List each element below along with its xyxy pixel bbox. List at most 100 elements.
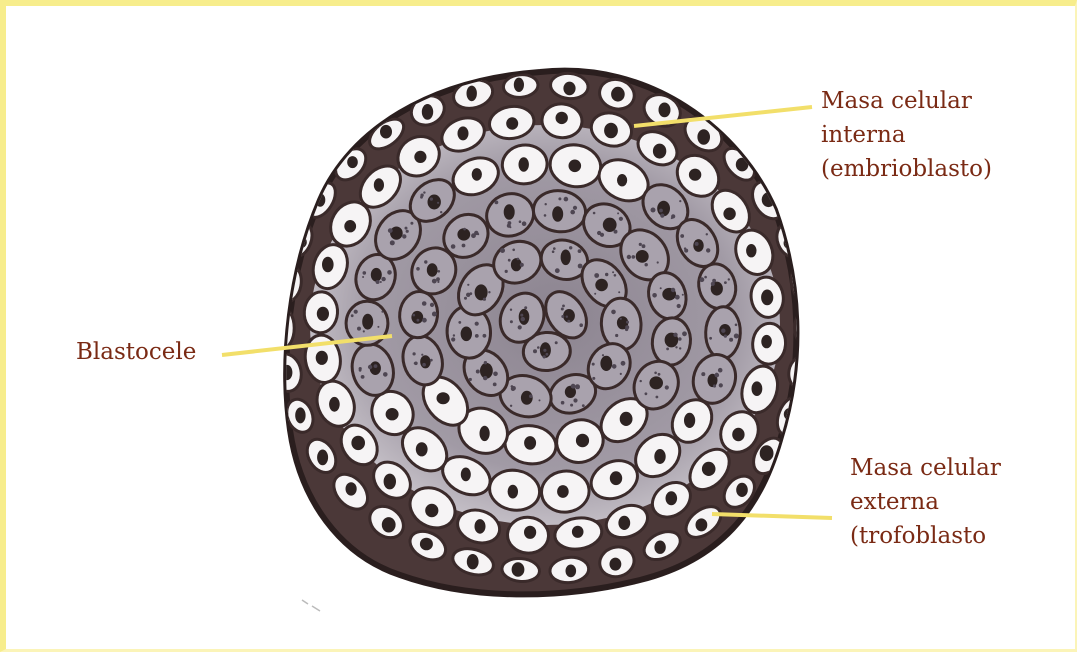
cytoplasm-granule [645, 263, 648, 266]
label-inner-cell-mass: Masa celular interna (embrioblasto) [821, 84, 992, 186]
cell-nucleus [689, 169, 701, 181]
cytoplasm-granule [561, 308, 564, 311]
cell-nucleus [390, 227, 403, 240]
cytoplasm-granule [724, 335, 727, 338]
cytoplasm-granule [406, 230, 409, 233]
label-blastocele: Blastocele [76, 335, 196, 369]
cytoplasm-granule [682, 331, 687, 336]
cell-nucleus [563, 82, 575, 96]
cytoplasm-granule [518, 325, 522, 329]
cytoplasm-granule [626, 321, 629, 324]
cytoplasm-granule [675, 295, 680, 300]
cytoplasm-granule [555, 268, 560, 273]
cytoplasm-granule [657, 261, 659, 263]
cytoplasm-granule [413, 352, 416, 355]
cell-nucleus [610, 471, 622, 485]
cytoplasm-granule [729, 338, 733, 342]
cell-nucleus [371, 268, 382, 282]
cell-nucleus [414, 151, 426, 163]
cytoplasm-granule [678, 337, 682, 341]
cell-nucleus [732, 428, 744, 442]
cytoplasm-granule [512, 249, 515, 252]
cytoplasm-granule [432, 279, 437, 284]
cytoplasm-granule [618, 291, 620, 293]
cell-nucleus [506, 117, 518, 129]
cytoplasm-granule [645, 392, 648, 395]
cytoplasm-granule [684, 249, 688, 253]
cell-nucleus [569, 160, 582, 173]
cell-nucleus [380, 125, 392, 139]
cell-nucleus [512, 562, 525, 577]
cytoplasm-granule [510, 309, 512, 311]
cytoplasm-granule [700, 277, 705, 282]
cell-nucleus [382, 517, 396, 532]
pencil-smudge [302, 600, 320, 611]
cell-nucleus [723, 208, 735, 221]
cytoplasm-granule [711, 282, 715, 286]
cytoplasm-granule [543, 355, 546, 358]
cytoplasm-granule [679, 347, 681, 349]
cytoplasm-granule [597, 231, 601, 235]
cytoplasm-granule [436, 277, 440, 281]
cytoplasm-granule [570, 404, 573, 407]
cytoplasm-granule [543, 349, 546, 352]
cell-nucleus [654, 449, 665, 464]
cytoplasm-granule [679, 200, 681, 202]
cytoplasm-granule [505, 270, 508, 273]
cell-nucleus [524, 436, 536, 450]
cytoplasm-granule [578, 249, 582, 253]
cytoplasm-granule [474, 231, 478, 235]
cytoplasm-granule [517, 258, 520, 261]
label-outer-cell-mass: Masa celular externa (trofoblasto [850, 451, 1001, 553]
cytoplasm-granule [619, 217, 623, 221]
cytoplasm-granule [675, 346, 677, 348]
cell-nucleus [657, 201, 670, 216]
cytoplasm-granule [437, 281, 439, 283]
cell-nucleus [384, 474, 396, 490]
cytoplasm-granule [357, 327, 361, 331]
cell-nucleus [761, 335, 772, 348]
cytoplasm-granule [654, 372, 657, 375]
cytoplasm-granule [476, 370, 480, 374]
cytoplasm-granule [363, 271, 367, 275]
cytoplasm-granule [524, 306, 527, 309]
cell-nucleus [649, 376, 663, 389]
cell-nucleus [386, 408, 399, 420]
cell-nucleus [317, 307, 329, 321]
cytoplasm-granule [421, 354, 423, 356]
cell-nucleus [467, 554, 479, 569]
cell-nucleus [347, 156, 358, 168]
cell-nucleus [428, 195, 441, 210]
cytoplasm-granule [614, 274, 617, 277]
cytoplasm-granule [734, 334, 739, 339]
cytoplasm-granule [545, 203, 547, 205]
cell-nucleus [556, 112, 568, 124]
cytoplasm-granule [578, 264, 583, 269]
cell-nucleus [420, 355, 430, 368]
cytoplasm-granule [735, 324, 738, 327]
cytoplasm-granule [673, 333, 677, 337]
cytoplasm-granule [602, 354, 604, 356]
cytoplasm-granule [520, 314, 523, 317]
cell-nucleus [611, 87, 625, 102]
cytoplasm-granule [611, 310, 616, 315]
cell-nucleus [508, 485, 518, 499]
cytoplasm-granule [422, 301, 427, 306]
cytoplasm-granule [510, 320, 513, 323]
cytoplasm-granule [402, 234, 406, 238]
cytoplasm-granule [651, 208, 656, 213]
cytoplasm-granule [483, 298, 486, 301]
cytoplasm-granule [682, 294, 684, 296]
cell-nucleus [420, 538, 433, 551]
cytoplasm-granule [617, 212, 619, 214]
cytoplasm-granule [414, 362, 416, 364]
cytoplasm-granule [677, 304, 681, 308]
cytoplasm-granule [440, 211, 442, 213]
cell-nucleus [280, 279, 291, 291]
cell-nucleus [552, 206, 563, 222]
cytoplasm-granule [377, 326, 379, 328]
cytoplasm-granule [724, 281, 727, 284]
cytoplasm-granule [544, 214, 547, 217]
cell-nucleus [595, 279, 608, 291]
cell-nucleus [659, 103, 671, 118]
